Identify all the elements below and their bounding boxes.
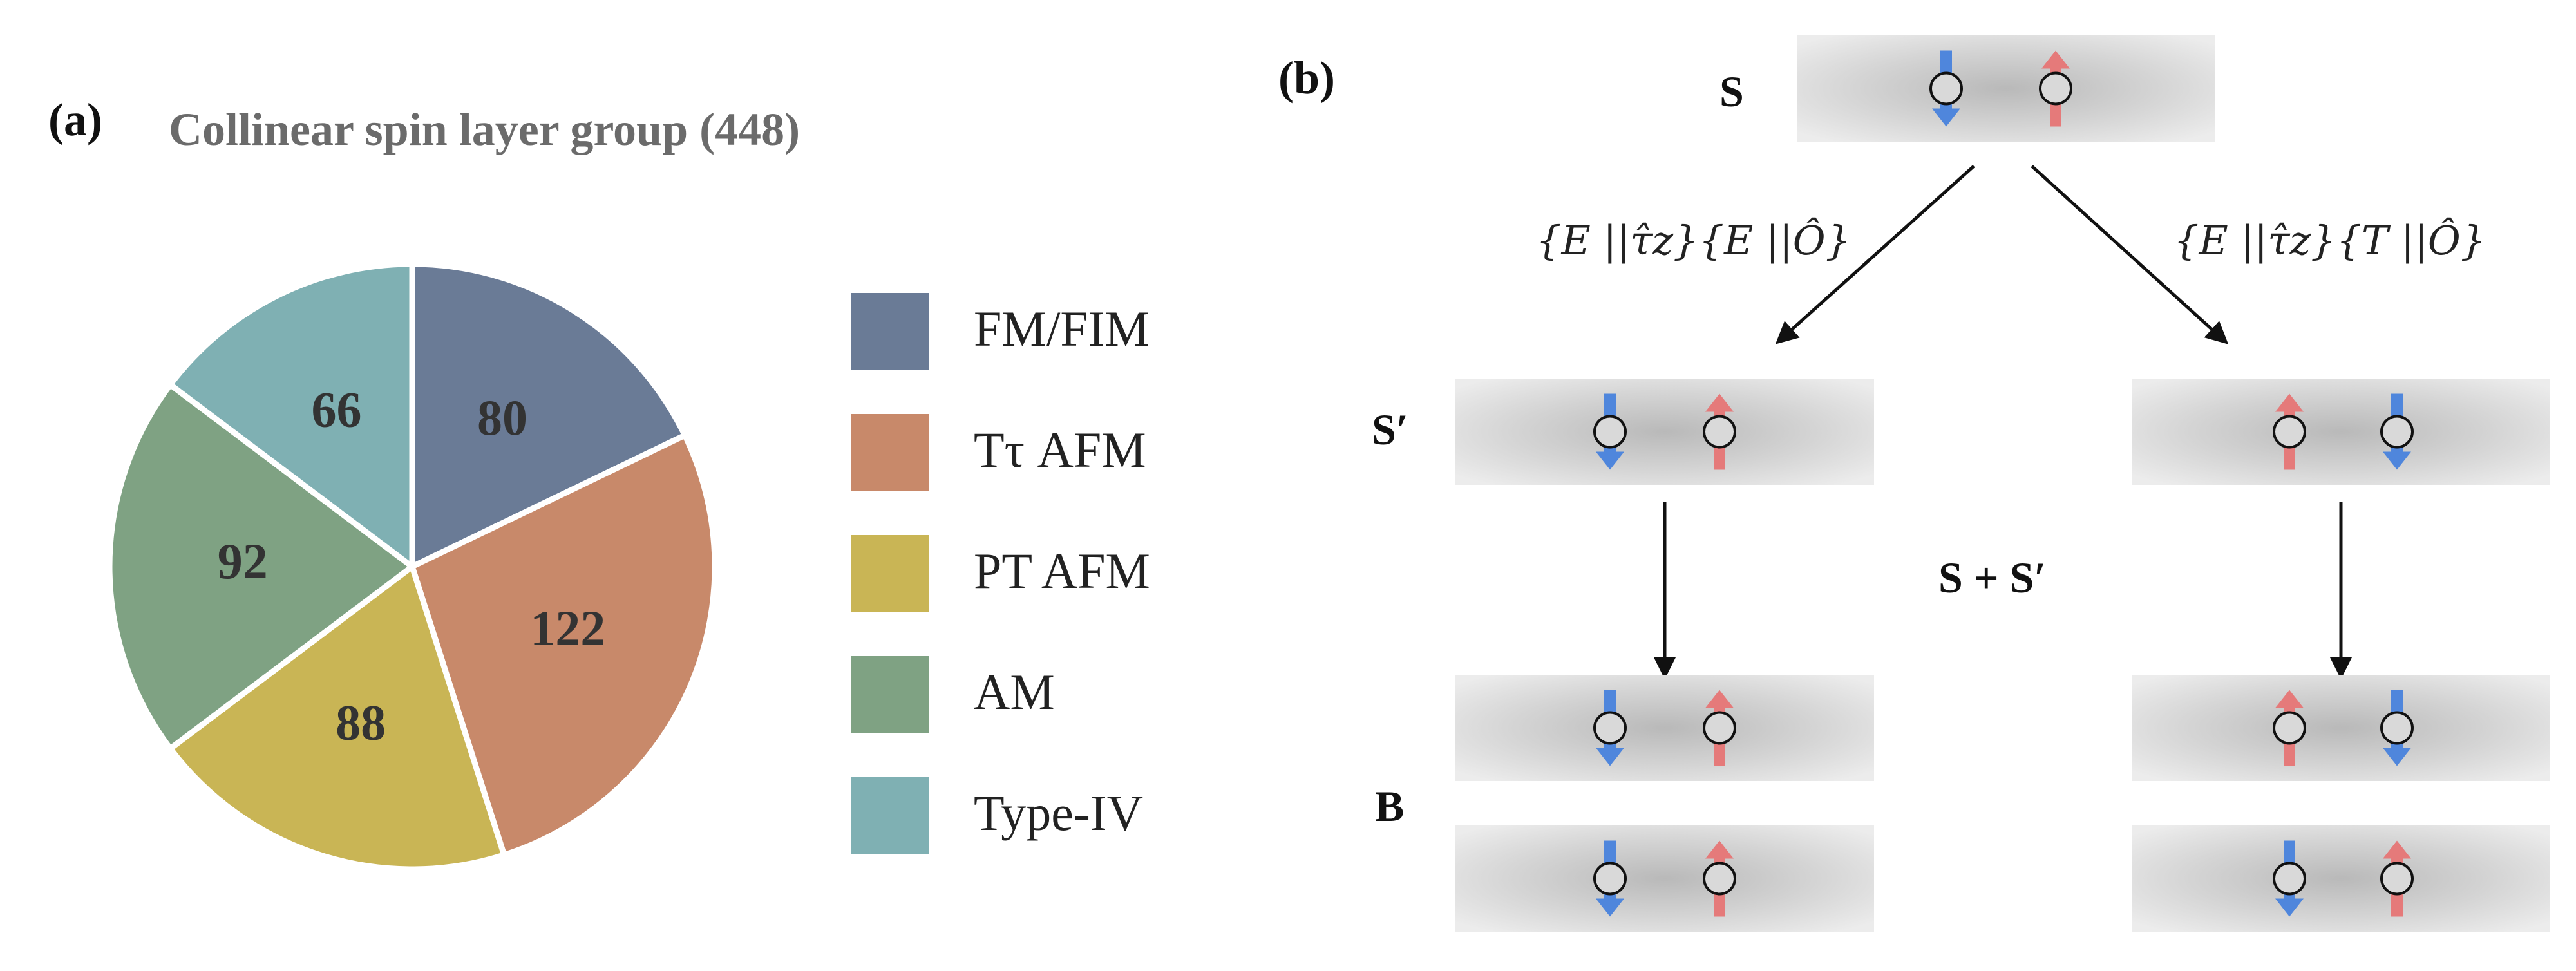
arrow-left-down [1775,165,1975,344]
operation-right-label: {E ||τ̂z}{T ||Ô} [2174,217,2486,264]
spin-arrow-icon-up [1703,393,1736,470]
spin-arrow-icon-down [1593,393,1627,470]
spin-arrow-icon-up [2039,50,2072,127]
pie-slice-value-type-iv: 66 [311,381,361,437]
pie-slice-t-afm [408,431,718,859]
layer-slab [2132,675,2550,781]
legend-swatch-pt-afm [851,535,929,612]
atom-site-icon [2273,415,2306,449]
layer-b-right-bottom [2132,825,2550,932]
legend-swatch-type-iv [851,777,929,854]
operation-left-label: {E ||τ̂z}{E ||Ô} [1536,217,1851,264]
legend-label-t-afm: Tτ AFM [974,422,1146,478]
spin-arrow-icon-down [1929,50,1963,127]
atom-site-icon [2273,862,2306,896]
atom-site-icon [1929,71,1963,106]
spin-arrow-icon-down [2380,690,2414,766]
layer-slab [2132,379,2550,485]
layer-s-prime-right [2132,379,2550,485]
atom-site-icon [2380,862,2414,896]
legend-label-am: AM [974,664,1055,720]
atom-site-icon [1593,415,1627,449]
atom-site-icon [1703,862,1736,896]
legend-swatch-t-afm [851,414,929,491]
pie-legend: FM/FIM Tτ AFM PT AFM AM Type-IV [851,293,1150,854]
legend-label-pt-afm: PT AFM [974,543,1150,599]
layer-slab [1455,825,1874,932]
spin-arrow-icon-down [2380,393,2414,470]
pie-slice-value-fm-fim: 80 [477,390,527,446]
pie-slice-pt-afm [166,561,508,872]
state-s-prime-label: S′ [1372,405,1408,454]
atom-site-icon [2380,711,2414,745]
atom-site-icon [2273,711,2306,745]
layer-b-right-top [2132,675,2550,781]
layer-slabs [1455,35,2550,932]
state-sum-label: S + S′ [1938,553,2047,602]
layer-slab [1455,379,1874,485]
atom-site-icon [1703,415,1736,449]
pie-slice-value-am: 92 [218,533,268,589]
atom-site-icon [1703,711,1736,745]
spin-arrow-icon-down [1593,690,1627,766]
spin-arrow-icon-down [1593,840,1627,917]
pie-chart-title: Collinear spin layer group (448) [169,104,800,155]
legend-label-fm-fim: FM/FIM [974,301,1150,357]
layer-slab [1455,675,1874,781]
layer-b-left-bottom [1455,825,1874,932]
atom-site-icon [2380,415,2414,449]
spin-arrow-icon-up [1703,690,1736,766]
panel-a-label: (a) [48,94,102,146]
atom-site-icon [1593,711,1627,745]
state-b-label: B [1375,782,1404,831]
pie-slices [106,261,718,872]
layer-slab [1797,35,2215,142]
state-s-label: S [1719,67,1744,116]
layer-b-left-top [1455,675,1874,781]
layer-slab [2132,825,2550,932]
panel-b-label: (b) [1278,52,1335,104]
layer-s-prime-left [1455,379,1874,485]
atom-site-icon [1593,862,1627,896]
pie-slice-am [106,381,417,753]
spin-arrow-icon-down [2273,840,2306,917]
pie-value-labels: 80 122 88 92 66 [218,381,605,750]
pie-slice-fm-fim [409,261,689,572]
spin-arrow-icon-up [2273,690,2306,766]
spin-arrow-icon-up [2273,393,2306,470]
legend-swatch-am [851,656,929,733]
legend-swatch-fm-fim [851,293,929,370]
pie-slice-value-t-afm: 122 [530,600,605,656]
spin-arrow-icon-up [2380,840,2414,917]
pie-slice-value-pt-afm: 88 [336,695,386,751]
spin-arrow-icon-up [1703,840,1736,917]
legend-label-type-iv: Type-IV [974,785,1143,841]
atom-site-icon [2039,71,2072,106]
arrow-right-down [2031,165,2229,344]
layer-s [1797,35,2215,142]
pie-slice-type-iv [166,261,415,573]
